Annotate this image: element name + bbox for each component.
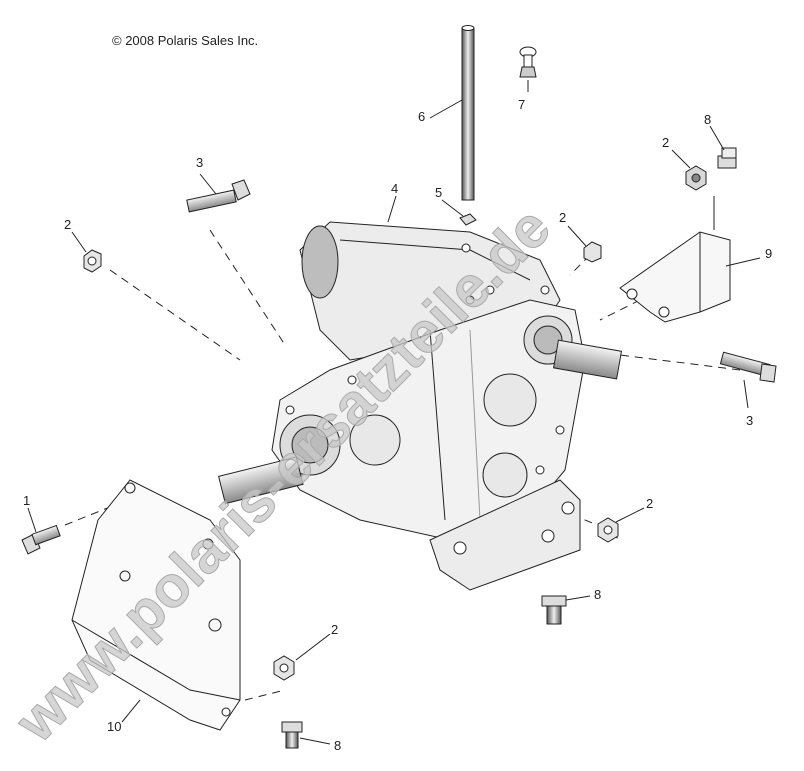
copyright-notice: © 2008 Polaris Sales Inc. xyxy=(112,33,259,48)
bracket-part-10 xyxy=(71,479,241,731)
callout-8-top: 8 xyxy=(704,112,712,127)
bolt-part-1 xyxy=(21,524,61,555)
callout-2-top-right: 2 xyxy=(662,135,670,150)
callout-2-center: 2 xyxy=(559,210,567,225)
callout-4: 4 xyxy=(391,181,399,196)
clip-part-5 xyxy=(459,213,477,226)
bracket-part-9 xyxy=(619,231,731,323)
callout-9: 9 xyxy=(765,246,773,261)
callout-2-left: 2 xyxy=(64,217,72,232)
nut-part-2-e xyxy=(273,655,295,681)
nut-part-2-c xyxy=(583,241,602,263)
bolt-part-3-top xyxy=(186,179,251,213)
callout-1: 1 xyxy=(23,493,31,508)
callout-2-bottom: 2 xyxy=(331,622,339,637)
callout-3-top: 3 xyxy=(196,155,204,170)
callout-5: 5 xyxy=(435,185,443,200)
callout-3-right: 3 xyxy=(746,413,754,428)
nut-part-2-a xyxy=(83,249,102,273)
callout-leaders xyxy=(27,80,761,745)
transmission-part-4 xyxy=(218,221,623,591)
callout-10: 10 xyxy=(107,719,122,734)
connector-part-7 xyxy=(519,46,537,78)
bolt-part-8-bottom xyxy=(281,721,303,749)
bolt-part-8-top xyxy=(717,147,737,169)
callout-2-right: 2 xyxy=(646,496,654,511)
nut-part-2-b xyxy=(685,165,707,191)
callout-6: 6 xyxy=(418,109,426,124)
rod-part-6 xyxy=(461,25,475,201)
callout-8-bottom: 8 xyxy=(334,738,342,753)
callout-8-mid: 8 xyxy=(594,587,602,602)
bolt-part-8-mid xyxy=(541,595,567,625)
bolt-part-3-right xyxy=(719,351,777,383)
nut-part-2-d xyxy=(597,517,619,543)
callout-7: 7 xyxy=(518,97,526,112)
